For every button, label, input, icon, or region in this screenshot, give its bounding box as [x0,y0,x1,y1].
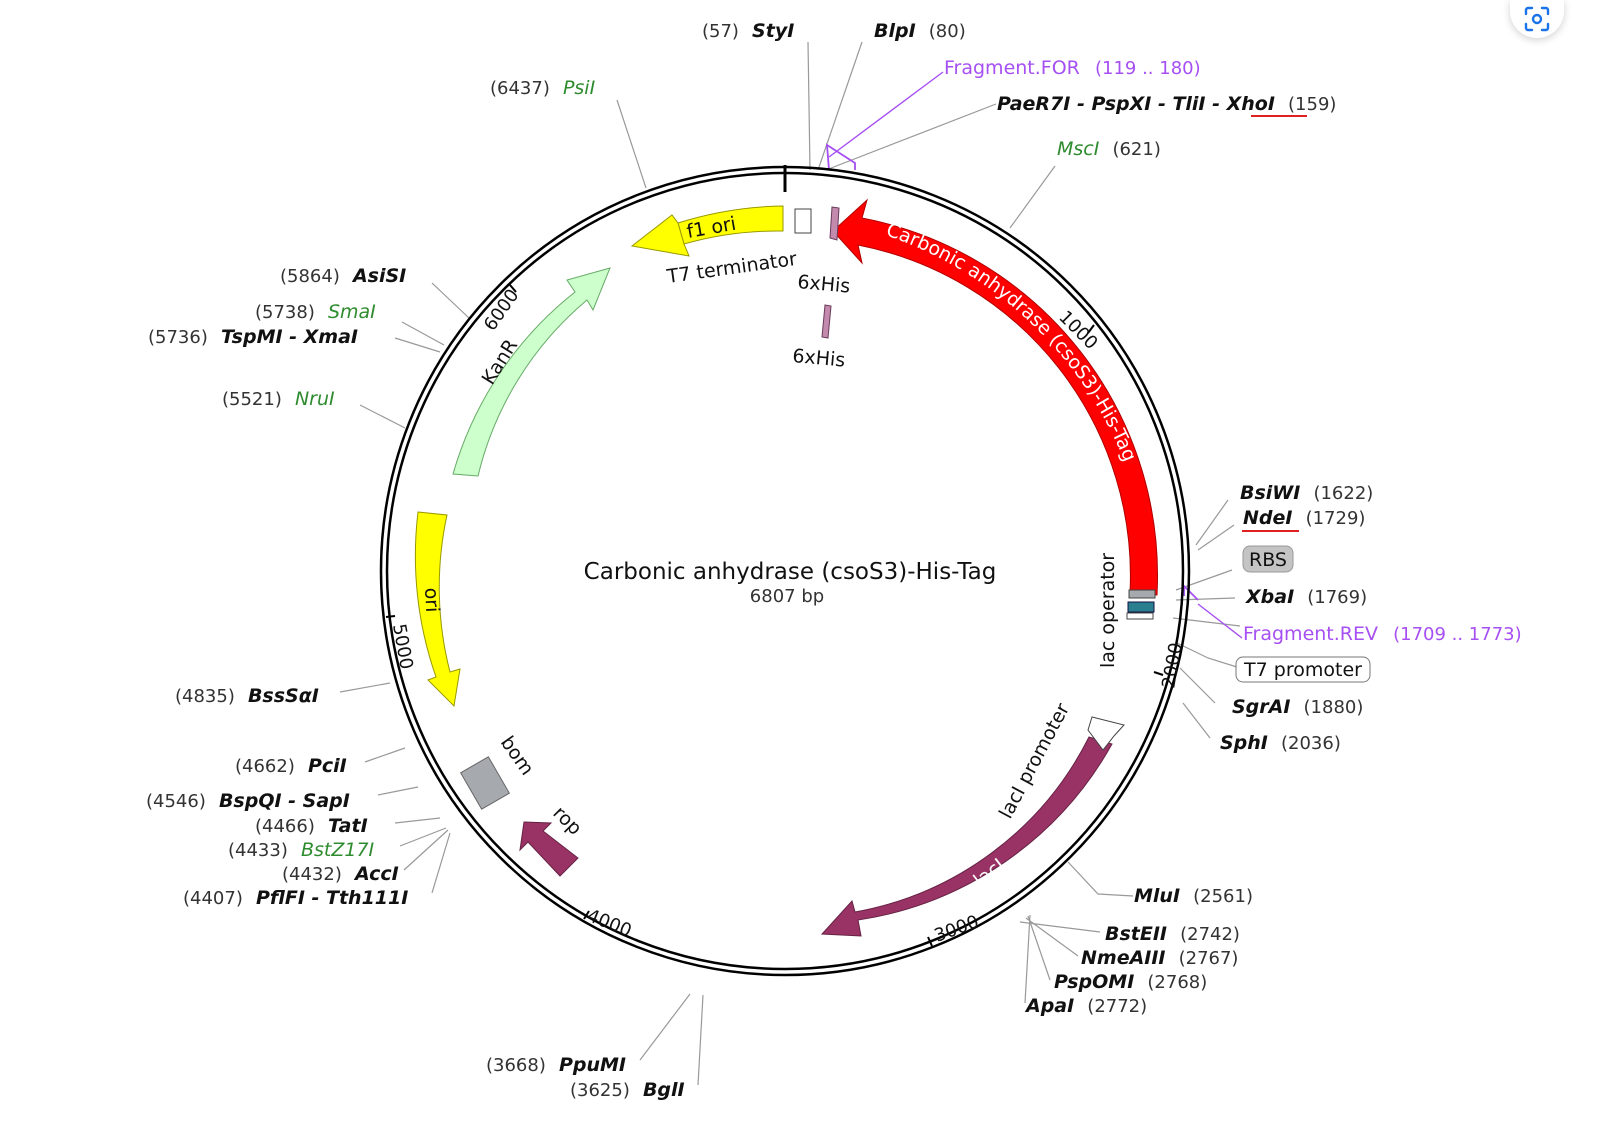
tick-label-2000: 2000 [1158,641,1187,690]
t7-promoter-label: T7 promoter [1243,659,1362,681]
site-ppumi[interactable]: (3668) PpuMI [486,1054,626,1076]
feature-laci[interactable]: lacI [820,736,1113,937]
feature-label-rop: rop [548,802,586,840]
site-blpi[interactable]: BlpI (80) [874,20,966,42]
site-sphi[interactable]: SphI (2036) [1220,732,1341,754]
site-tati[interactable]: (4466) TatI [255,815,368,837]
site-acci[interactable]: (4432) AccI [282,863,399,885]
feature-label-6xhis-1: 6xHis [797,271,852,298]
site-bgli[interactable]: (3625) BglI [570,1079,685,1101]
site-nrui[interactable]: (5521) NruI [222,388,335,410]
site-pflfi[interactable]: (4407) PflFI - Tth111I [183,887,408,909]
plasmid-size: 6807 bp [750,586,824,607]
feature-label-f1-ori: f1 ori [685,213,738,243]
primer-leaders [825,71,1243,639]
feature-label-bom: bom [496,732,538,779]
feature-6xhis-1[interactable]: 6xHis [797,206,852,298]
feature-lac-operator[interactable]: lac operator [1097,553,1156,668]
site-xbai[interactable]: XbaI (1769) [1245,586,1367,608]
site-sapi[interactable]: (4546) BspQI - SapI [146,790,350,812]
scan-screen-icon [1524,6,1550,32]
tick-label-4000: 4000 [584,905,634,942]
site-mlui[interactable]: MluI (2561) [1134,885,1253,907]
site-styi[interactable]: (57) StyI [702,20,794,42]
feature-label-ori: ori [420,587,443,613]
site-bsiwi[interactable]: BsiWI (1622) [1240,482,1373,504]
site-psii[interactable]: (6437) PsiI [490,77,596,99]
scale-ticks [385,284,1164,947]
site-xhoi[interactable]: PaeR7I - PspXI - TliI - XhoI (159) [997,93,1336,115]
site-ndei[interactable]: NdeI (1729) [1243,507,1365,529]
feature-rbs[interactable]: RBS [1242,545,1294,573]
primer-fragment-for[interactable]: Fragment.FOR (119 .. 180) [944,57,1201,79]
feature-carbonic-anhydrase[interactable]: Carbonic anhydrase (csoS3)-His-Tag [832,198,1159,596]
rbs-label: RBS [1249,549,1287,571]
feature-ori[interactable]: ori [414,511,461,708]
feature-6xhis-2[interactable]: 6xHis [792,304,847,372]
site-apai[interactable]: ApaI (2772) [1024,995,1147,1017]
site-asisi[interactable]: (5864) AsiSI [280,265,406,287]
feature-bom[interactable]: bom [459,732,538,810]
site-msci[interactable]: MscI (621) [1057,138,1161,160]
leader-lines [339,41,1241,1086]
feature-label-lac-operator: lac operator [1097,553,1119,668]
site-sgrai[interactable]: SgrAI (1880) [1232,696,1363,718]
feature-rop[interactable]: rop [519,802,586,877]
primer-fragment-rev[interactable]: Fragment.REV (1709 .. 1773) [1243,623,1522,645]
feature-f1-ori[interactable]: f1 ori [630,205,784,257]
feature-label-6xhis-2: 6xHis [792,345,847,372]
site-smai[interactable]: (5738) SmaI [255,301,376,323]
tick-label-3000: 3000 [932,911,982,946]
feature-t7-promoter[interactable]: T7 promoter [1235,656,1371,683]
site-bsssai[interactable]: (4835) BssSαI [175,685,319,707]
site-nmeaiii[interactable]: NmeAIII (2767) [1081,947,1238,969]
site-pspomi[interactable]: PspOMI (2768) [1054,971,1207,993]
feature-kanr[interactable]: KanR [452,267,611,477]
site-pcii[interactable]: (4662) PciI [235,755,347,777]
plasmid-name: Carbonic anhydrase (csoS3)-His-Tag [584,559,997,585]
tick-label-6000: 6000 [480,285,523,335]
site-bstz17i[interactable]: (4433) BstZ17I [228,839,375,861]
site-xmai[interactable]: (5736) TspMI - XmaI [148,326,358,348]
site-bsteii[interactable]: BstEII (2742) [1105,923,1240,945]
